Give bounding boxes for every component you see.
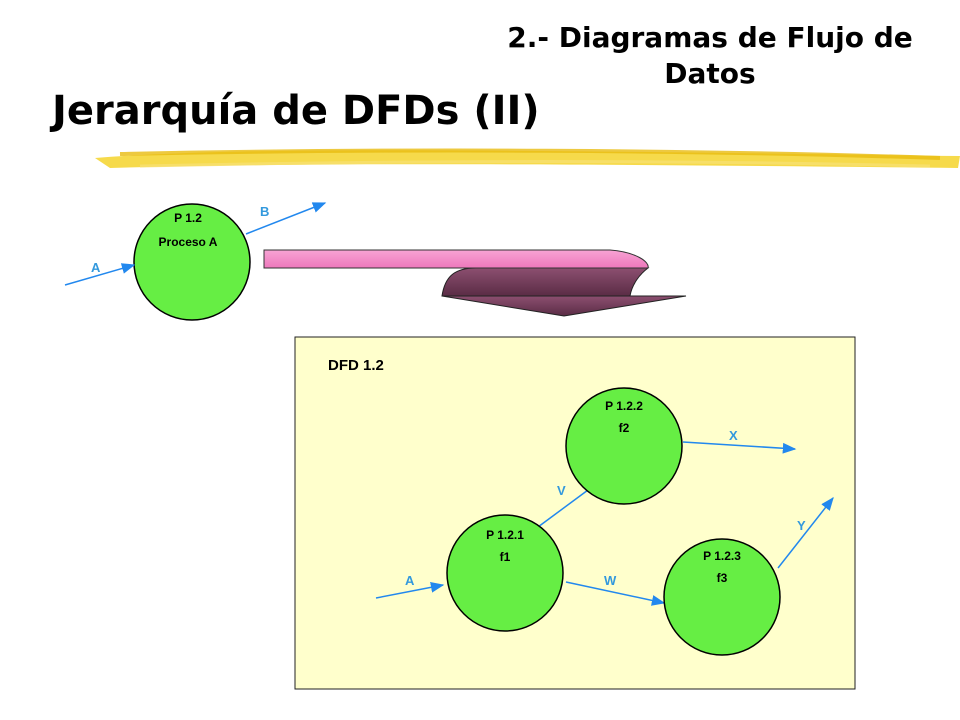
dfd-panel (294, 336, 856, 690)
parent-process: P 1.2 Proceso A (133, 203, 251, 321)
flow-arrow-b (245, 202, 327, 235)
section-title-line1: 2.- Diagramas de Flujo de (507, 21, 913, 54)
expansion-arrow (263, 249, 687, 317)
flow-arrow-x (682, 441, 797, 454)
process-name: f3 (717, 571, 728, 585)
flow-label-sub-a: A (405, 573, 415, 588)
process-circle-p1-2 (133, 203, 251, 321)
process-id: P 1.2.1 (486, 528, 524, 542)
dfd-panel-title: DFD 1.2 (328, 357, 384, 374)
flow-arrow-y (777, 496, 834, 569)
process-id: P 1.2.2 (605, 399, 643, 413)
flow-arrow-sub-a (375, 582, 445, 599)
subprocess-f1: P 1.2.1 f1 (446, 514, 564, 632)
process-name: f2 (619, 421, 630, 435)
process-name: Proceso A (159, 235, 218, 249)
flow-label-a: A (91, 260, 101, 275)
flow-label-w: W (604, 573, 617, 588)
process-name: f1 (500, 550, 511, 564)
flow-label-v: V (557, 483, 566, 498)
subprocess-f3: P 1.2.3 f3 (663, 538, 781, 656)
flow-label-x: X (729, 428, 738, 443)
flow-label-y: Y (797, 518, 806, 533)
process-circle-p1-2-3 (663, 538, 781, 656)
flow-line-v (537, 489, 589, 528)
section-title: 2.- Diagramas de Flujo de Datos (470, 20, 950, 92)
subprocess-f2: P 1.2.2 f2 (565, 387, 683, 505)
flow-arrow-w (565, 581, 666, 606)
process-id: P 1.2 (174, 211, 202, 225)
section-title-line2: Datos (664, 57, 756, 90)
slide-title: Jerarquía de DFDs (II) (52, 88, 540, 134)
highlighter-underline (95, 148, 960, 168)
process-circle-p1-2-1 (446, 514, 564, 632)
flow-arrow-a (64, 263, 136, 286)
process-id: P 1.2.3 (703, 549, 741, 563)
flow-label-b: B (260, 204, 269, 219)
process-circle-p1-2-2 (565, 387, 683, 505)
